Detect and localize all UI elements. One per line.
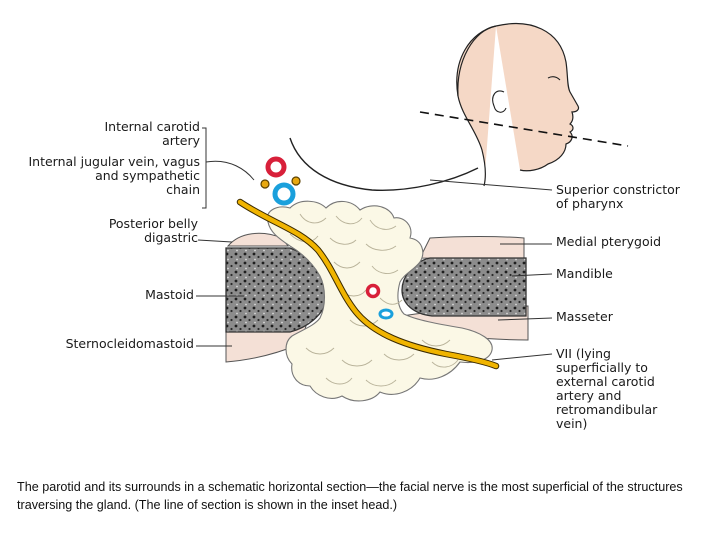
label-posterior-belly-digastric: Posterior belly digastric [108,216,198,245]
internal-carotid-artery [265,156,287,178]
mandible-bone [401,257,527,317]
external-carotid-artery [365,283,381,299]
vagus-nerve-dot [260,179,270,189]
sympathetic-chain-dot [291,176,301,186]
label-sternocleidomastoid: Sternocleidomastoid [65,336,194,351]
leader-lines [196,127,553,361]
head-outline [456,23,580,187]
eye-icon [547,76,561,81]
inset-head [419,23,629,187]
label-mandible: Mandible [556,266,613,281]
section-line [419,111,629,147]
internal-jugular-vein [272,182,296,206]
retromandibular-vein [378,308,394,320]
ear-icon [492,90,507,113]
medial-pterygoid-shape [419,236,525,261]
superior-constrictor-wall [289,137,479,191]
label-mastoid: Mastoid [145,287,194,302]
label-superior-constrictor: Superior constrictor of pharynx [556,182,680,211]
label-facial-nerve: VII (lying superficially to external car… [556,346,658,431]
parotid-section-diagram [196,23,629,402]
label-internal-jugular-vein: Internal jugular vein, vagus and sympath… [28,154,200,197]
gland-lobules [289,213,459,387]
label-masseter: Masseter [556,309,613,324]
head-back [457,25,497,97]
figure-caption: The parotid and its surrounds in a schem… [17,480,683,512]
label-internal-carotid-artery: Internal carotid artery [104,119,200,148]
label-medial-pterygoid: Medial pterygoid [556,234,662,249]
